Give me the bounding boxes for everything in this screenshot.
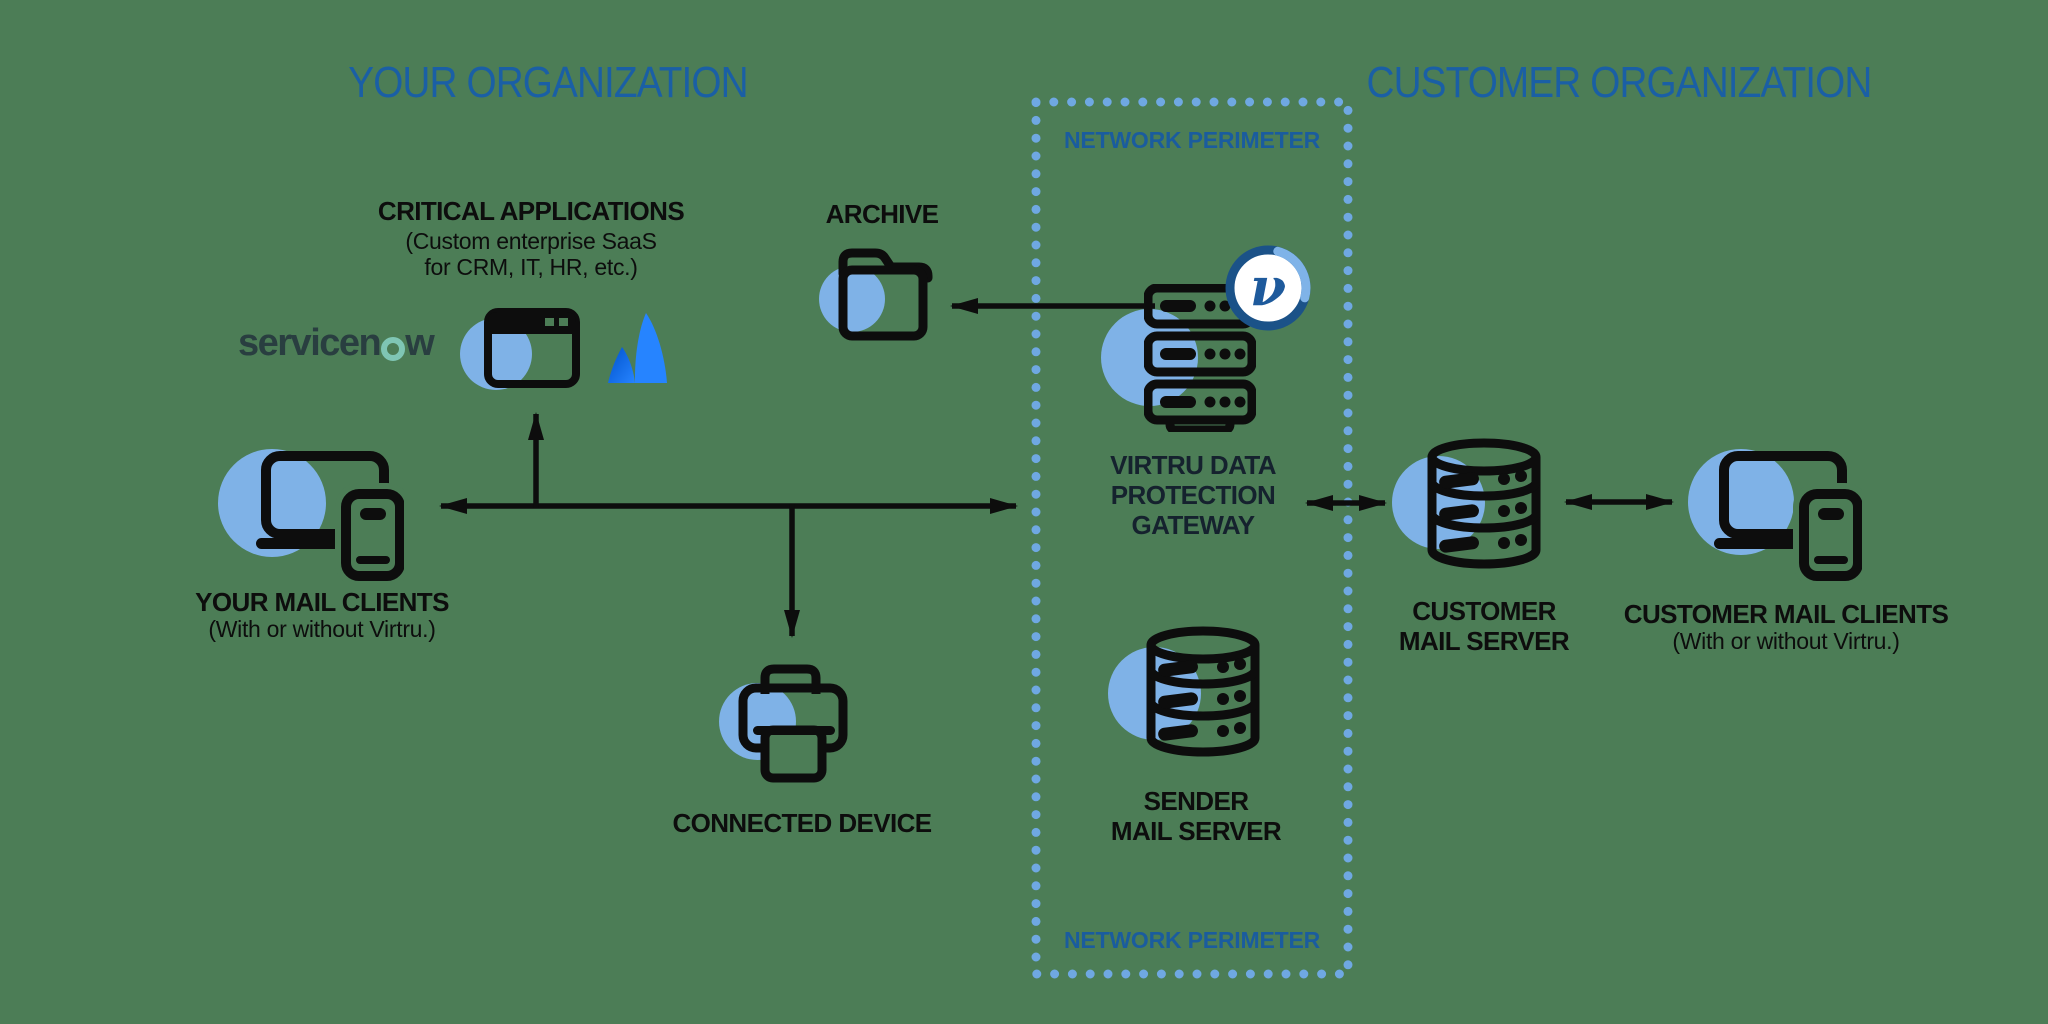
sender-mail-server-icon	[1146, 626, 1260, 757]
gateway-label-line2: PROTECTION	[1110, 480, 1276, 510]
customer-server-label-line2: MAIL SERVER	[1398, 626, 1570, 656]
connected-device-printer-icon	[738, 664, 848, 783]
customer-mail-clients-icon	[1714, 451, 1862, 582]
sender-server-label-line2: MAIL SERVER	[1110, 816, 1282, 846]
customer-clients-sublabel: (With or without Virtru.)	[1672, 628, 1900, 654]
servicenow-logo-text-left: servicen	[238, 322, 382, 364]
customer-server-label-line1: CUSTOMER	[1412, 596, 1556, 626]
customer-mail-server-icon	[1427, 438, 1541, 569]
your-organization-heading-text: YOUR ORGANIZATION	[348, 58, 748, 107]
your-mail-clients-icon	[256, 451, 404, 582]
your-clients-sublabel: (With or without Virtru.)	[208, 616, 436, 642]
connected-device-label: CONNECTED DEVICE	[672, 808, 932, 838]
network-perimeter-box	[1031, 97, 1353, 979]
gateway-label-line3: GATEWAY	[1131, 510, 1256, 540]
browser-window-icon	[484, 308, 580, 388]
archive-accent-circle	[819, 266, 885, 332]
virtru-badge-icon: ν	[1225, 245, 1311, 331]
virtru-v-glyph: ν	[1250, 257, 1286, 318]
atlassian-logo-icon	[608, 313, 667, 383]
customer-organization-heading-text: CUSTOMER ORGANIZATION	[1366, 58, 1873, 107]
gateway-label-line1: VIRTRU DATA	[1110, 450, 1276, 480]
sender-server-label-line1: SENDER	[1143, 786, 1249, 816]
servicenow-logo-text-right: w	[405, 322, 435, 364]
critical-apps-title: CRITICAL APPLICATIONS	[377, 196, 685, 226]
servicenow-o-swoosh-icon	[381, 336, 406, 361]
your-organization-heading: YOUR ORGANIZATION	[321, 58, 775, 108]
critical-apps-subtitle-line2: for CRM, IT, HR, etc.)	[424, 254, 638, 280]
your-clients-label: YOUR MAIL CLIENTS	[195, 587, 449, 617]
network-perimeter-label-bottom: NETWORK PERIMETER	[1064, 927, 1320, 953]
customer-organization-heading: CUSTOMER ORGANIZATION	[1332, 58, 1906, 108]
customer-clients-label: CUSTOMER MAIL CLIENTS	[1623, 599, 1949, 629]
archive-folder-icon	[838, 248, 933, 341]
critical-apps-subtitle-line1: (Custom enterprise SaaS	[405, 228, 657, 254]
archive-label: ARCHIVE	[825, 199, 939, 229]
servicenow-logo: servicen w	[238, 322, 435, 365]
network-perimeter-label-top: NETWORK PERIMETER	[1064, 127, 1320, 153]
